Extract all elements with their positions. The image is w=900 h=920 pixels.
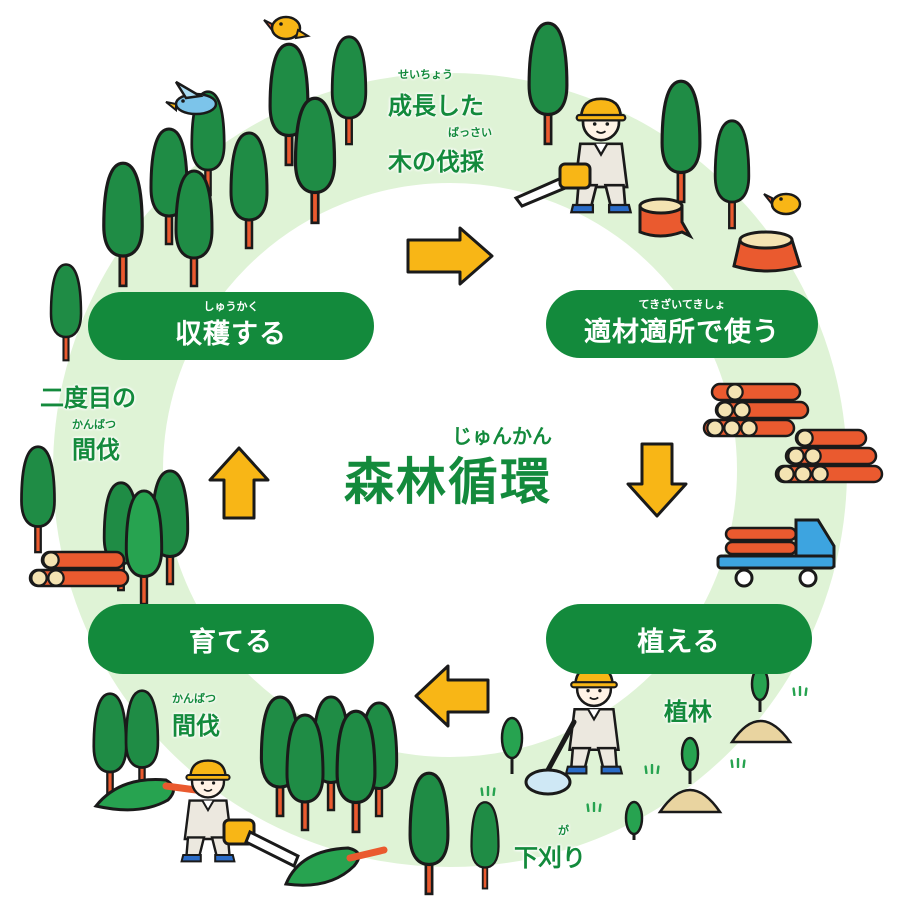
bird-icon	[263, 15, 311, 41]
log-pile-icon	[774, 428, 884, 484]
label-thinning-line: 間伐	[172, 712, 220, 740]
bird-icon	[165, 80, 218, 116]
label-weeding: が 下刈り	[514, 820, 604, 880]
stage-plant: 植える	[546, 604, 812, 674]
stage-use-label: 適材適所で使う	[584, 316, 780, 348]
shovel-icon	[524, 719, 577, 796]
bird-icon	[763, 192, 802, 216]
stage-use: てきざいてきしょ 適材適所で使う	[546, 290, 818, 358]
label-afforestation-line: 植林	[664, 698, 712, 726]
stage-harvest: しゅうかく 収穫する	[88, 292, 374, 360]
label-second-thinning-ruby2: かんばつ	[72, 418, 116, 431]
label-weeding-line: 下刈り	[514, 844, 586, 872]
arrow-up-icon	[208, 446, 270, 520]
label-logging-ruby2: ばっさい	[448, 126, 492, 139]
worker-icon	[180, 759, 236, 863]
seedling-icon	[729, 666, 793, 744]
truck-icon	[716, 518, 836, 588]
label-thinning-ruby: かんばつ	[172, 692, 216, 705]
log-pile-icon	[702, 382, 810, 438]
label-thinning: かんばつ 間伐	[172, 690, 252, 750]
label-logging-ruby1: せいちょう	[398, 68, 453, 81]
chainsaw-icon	[222, 818, 300, 869]
seedling-icon	[500, 716, 524, 774]
grass-icon	[730, 758, 746, 768]
stage-harvest-label: 収穫する	[175, 318, 287, 350]
grass-icon	[792, 686, 808, 696]
felled-tree-icon	[283, 846, 388, 887]
label-logging-line2: 木の伐採	[388, 148, 484, 176]
label-second-thinning-line2: 間伐	[72, 436, 120, 464]
felled-tree-icon	[93, 778, 200, 812]
stage-grow: 育てる	[88, 604, 374, 674]
title-ruby: じゅんかん	[452, 424, 552, 448]
label-weeding-ruby: が	[558, 824, 569, 837]
stage-harvest-ruby: しゅうかく	[203, 300, 259, 313]
seedling-icon	[624, 800, 644, 840]
stage-grow-label: 育てる	[189, 626, 273, 658]
arrow-left-icon	[414, 664, 490, 728]
seedling-icon	[657, 736, 723, 814]
label-second-thinning: 二度目の かんばつ 間伐	[40, 378, 180, 468]
label-logging-line1: 成長した	[388, 92, 484, 120]
log-pile-icon	[28, 550, 130, 588]
arrow-right-icon	[406, 226, 494, 286]
chainsaw-icon	[513, 162, 592, 208]
label-logging: せいちょう 成長した ばっさい 木の伐採	[388, 68, 518, 182]
label-afforestation: 植林	[664, 692, 712, 727]
label-second-thinning-line1: 二度目の	[40, 384, 136, 412]
arrow-down-icon	[626, 442, 688, 518]
stage-plant-label: 植える	[637, 626, 721, 658]
stump-icon	[732, 230, 802, 273]
diagram-title: 森林循環	[344, 453, 552, 511]
stump-icon	[638, 197, 694, 240]
stage-use-ruby: てきざいてきしょ	[638, 298, 726, 311]
